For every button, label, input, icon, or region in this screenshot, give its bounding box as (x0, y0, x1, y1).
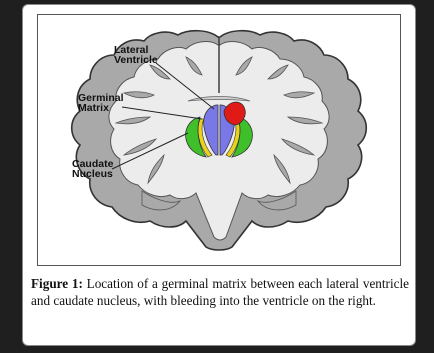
caption-text: Location of a germinal matrix between ea… (31, 276, 409, 308)
figure-caption: Figure 1: Location of a germinal matrix … (31, 275, 409, 309)
label-caudate-nucleus: Caudate Nucleus (72, 159, 113, 179)
figure-panel: Lateral Ventricle Germinal Matrix Caudat… (22, 4, 416, 346)
brain-coronal-section (38, 15, 400, 265)
caption-lead: Figure 1: (31, 276, 83, 291)
brain-illustration: Lateral Ventricle Germinal Matrix Caudat… (37, 14, 401, 266)
label-lateral-ventricle: Lateral Ventricle (114, 45, 158, 65)
label-germinal-matrix: Germinal Matrix (78, 93, 124, 113)
